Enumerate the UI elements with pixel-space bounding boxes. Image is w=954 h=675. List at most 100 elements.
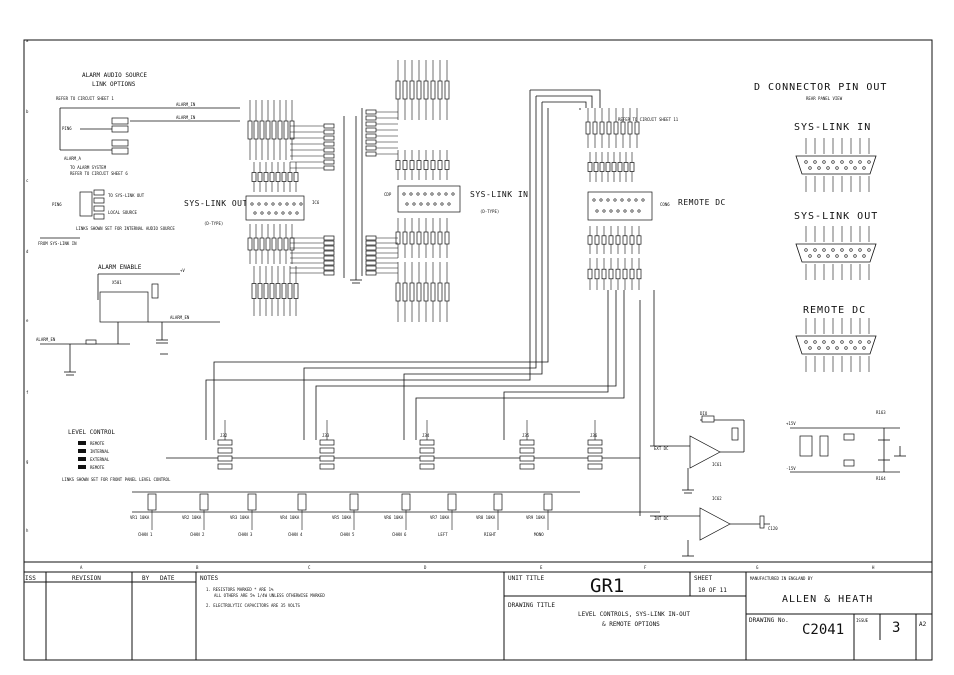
resistor — [444, 282, 450, 302]
resistor — [402, 160, 408, 170]
resistor — [592, 121, 598, 135]
resistor — [271, 237, 277, 251]
rev-revision-header: REVISION — [72, 575, 101, 582]
resistor — [585, 121, 591, 135]
resistor — [287, 172, 293, 182]
svg-text:+15V: +15V — [786, 421, 796, 426]
grid-col-B: B — [196, 565, 199, 570]
resistor — [634, 121, 640, 135]
resistor — [395, 80, 401, 100]
issue-label: ISSUE — [856, 618, 869, 623]
resistor — [599, 121, 605, 135]
connector-pin — [257, 202, 261, 206]
svg-text:R164: R164 — [876, 476, 886, 481]
side-resistor — [323, 270, 335, 276]
grid-col-H: H — [872, 565, 875, 570]
resistor — [259, 237, 265, 251]
channel-label: LEFT — [438, 532, 448, 537]
svg-text:TO ALARM SYSTEM: TO ALARM SYSTEM — [70, 165, 107, 170]
rev-by-header: BY — [142, 575, 150, 582]
level-pot — [147, 493, 157, 511]
connector-pin — [433, 202, 437, 206]
svg-text:PIN6: PIN6 — [52, 202, 62, 207]
alarm-enable-title: ALARM ENABLE — [98, 264, 142, 271]
connector-pin — [299, 202, 303, 206]
connector-pin — [430, 192, 434, 196]
connector-pin — [609, 209, 613, 213]
grid-col-C: C — [308, 565, 311, 570]
jumper-label: J34 — [422, 433, 430, 438]
channel-label: CHAN 4 — [288, 532, 303, 537]
level-control-key: REMOTE INTERNAL EXTERNAL REMOTE LINKS SH… — [62, 441, 171, 482]
resistor — [416, 80, 422, 100]
grid-row-f: f — [26, 390, 29, 395]
pot-label: VR1 10KA — [130, 515, 150, 520]
resistor — [423, 160, 429, 170]
note-2: 2. ELECTROLYTIC CAPACITORS ARE 35 VOLTS — [206, 603, 301, 608]
connector-pin — [295, 211, 299, 215]
side-resistor — [365, 270, 377, 276]
resistor — [636, 268, 642, 280]
jumper-link — [319, 447, 335, 454]
sys-link-out-connector — [245, 195, 305, 221]
remote-top-labels — [585, 108, 645, 213]
resistor — [599, 162, 605, 172]
connector-pin — [253, 211, 257, 215]
resistor — [253, 237, 259, 251]
pinout-sys-link-out-title: SYS-LINK OUT — [794, 211, 878, 222]
resistor — [423, 282, 429, 302]
pinout-sys-link-in-title: SYS-LINK IN — [794, 122, 871, 133]
side-resistor — [365, 139, 377, 145]
resistor — [281, 172, 287, 182]
jumper-link — [519, 463, 535, 470]
channel-label: CHAN 1 — [138, 532, 153, 537]
level-pot — [447, 493, 457, 511]
jumper-link — [319, 455, 335, 462]
side-resistor — [365, 265, 377, 271]
side-resistor — [365, 255, 377, 261]
jumper-link — [319, 439, 335, 446]
connector-pin — [606, 198, 610, 202]
pot-label: VR8 10KA — [476, 515, 496, 520]
connector-pin — [592, 198, 596, 202]
resistor — [263, 283, 269, 299]
resistor — [611, 162, 617, 172]
sys-link-out-title: SYS-LINK OUT — [184, 199, 248, 208]
pot-label: VR6 10KA — [384, 515, 404, 520]
ext-dc-circuit: EXT DC INT DC DIO IC61 IC62 C120 — [639, 290, 778, 557]
jumper-link — [587, 447, 603, 454]
sys-link-out-pins — [250, 202, 303, 215]
regulator-circuit: R163 R164 +15V -15V — [786, 410, 906, 481]
resistor — [293, 172, 299, 182]
resistor — [437, 282, 443, 302]
rev-iss-header: ISS — [25, 575, 36, 582]
side-resistor — [365, 240, 377, 246]
connector-pin — [278, 202, 282, 206]
to-sys-link-out-label: TO SYS-LINK OUT — [108, 193, 145, 198]
resistor — [247, 120, 253, 140]
sheet-value: 10 OF 11 — [698, 587, 727, 594]
svg-text:-15V: -15V — [786, 466, 796, 471]
jumper-label: J36 — [590, 433, 598, 438]
channel-label: CHAN 2 — [190, 532, 205, 537]
side-resistor — [323, 147, 335, 153]
jumper-link — [419, 439, 435, 446]
title-block-frame — [24, 571, 932, 660]
side-resistor — [365, 250, 377, 256]
side-resistor — [365, 115, 377, 121]
connector-pin — [437, 192, 441, 196]
connector-pin — [267, 211, 271, 215]
svg-text:REMOTE: REMOTE — [90, 441, 105, 446]
local-source-label: LOCAL SOURCE — [108, 210, 137, 215]
resistor — [613, 121, 619, 135]
resistor — [606, 121, 612, 135]
company-name: ALLEN & HEATH — [782, 594, 873, 605]
relay-label: X501 — [112, 280, 122, 285]
channel-label: CHAN 5 — [340, 532, 355, 537]
pot-label: VR5 10KA — [332, 515, 352, 520]
resistor — [430, 160, 436, 170]
resistor — [263, 172, 269, 182]
connector-pin — [264, 202, 268, 206]
connector-pin — [285, 202, 289, 206]
